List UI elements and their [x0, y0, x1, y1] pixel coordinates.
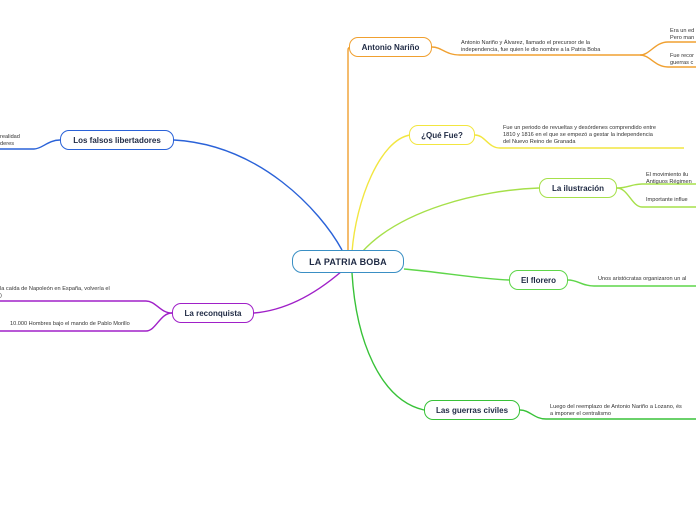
leaf-guerras-reemplazo: Luego del reemplazo de Antonio Nariño a …	[550, 404, 682, 417]
topic-los-falsos-libertadores[interactable]: Los falsos libertadores	[60, 130, 174, 150]
topic-la-ilustracion[interactable]: La ilustración	[539, 178, 617, 198]
branch-guerras-lines	[351, 272, 696, 420]
leaf-florero-aristocratas: Unos aristócratas organizaron un al	[598, 276, 687, 282]
branch-narino-lines	[347, 41, 696, 250]
branch-falsos-lines	[0, 139, 343, 251]
topic-la-reconquista[interactable]: La reconquista	[172, 303, 254, 323]
branch-florero-lines	[403, 268, 696, 287]
topic-el-florero[interactable]: El florero	[509, 270, 568, 290]
branch-quefue-lines	[351, 134, 684, 253]
leaf-narino-era: Era un ed Pero man	[670, 28, 695, 41]
leaf-quefue-periodo: Fue un periodo de revueltas y desórdenes…	[503, 125, 656, 145]
leaf-reconquista-napoleon: la caída de Napoleón en España, volvería…	[0, 286, 110, 299]
leaf-falsos-realidad: realidad deres	[0, 134, 20, 147]
topic-antonio-narino[interactable]: Antonio Nariño	[349, 37, 432, 57]
leaf-ilustracion-influencia: Importante influe	[646, 197, 688, 203]
leaf-narino-recor: Fue recor guerras c	[670, 53, 694, 66]
leaf-reconquista-morillo: 10.000 Hombres bajo el mando de Pablo Mo…	[10, 321, 130, 327]
leaf-ilustracion-movimiento: El movimiento ilu Antiguos Régimen	[646, 172, 692, 185]
branch-reconquista-lines	[0, 270, 343, 332]
central-topic[interactable]: LA PATRIA BOBA	[292, 250, 404, 273]
topic-las-guerras-civiles[interactable]: Las guerras civiles	[424, 400, 520, 420]
leaf-narino-precursor: Antonio Nariño y Álvarez, llamado el pre…	[461, 40, 601, 53]
branch-ilustracion-lines	[361, 183, 696, 253]
topic-que-fue[interactable]: ¿Qué Fue?	[409, 125, 475, 145]
